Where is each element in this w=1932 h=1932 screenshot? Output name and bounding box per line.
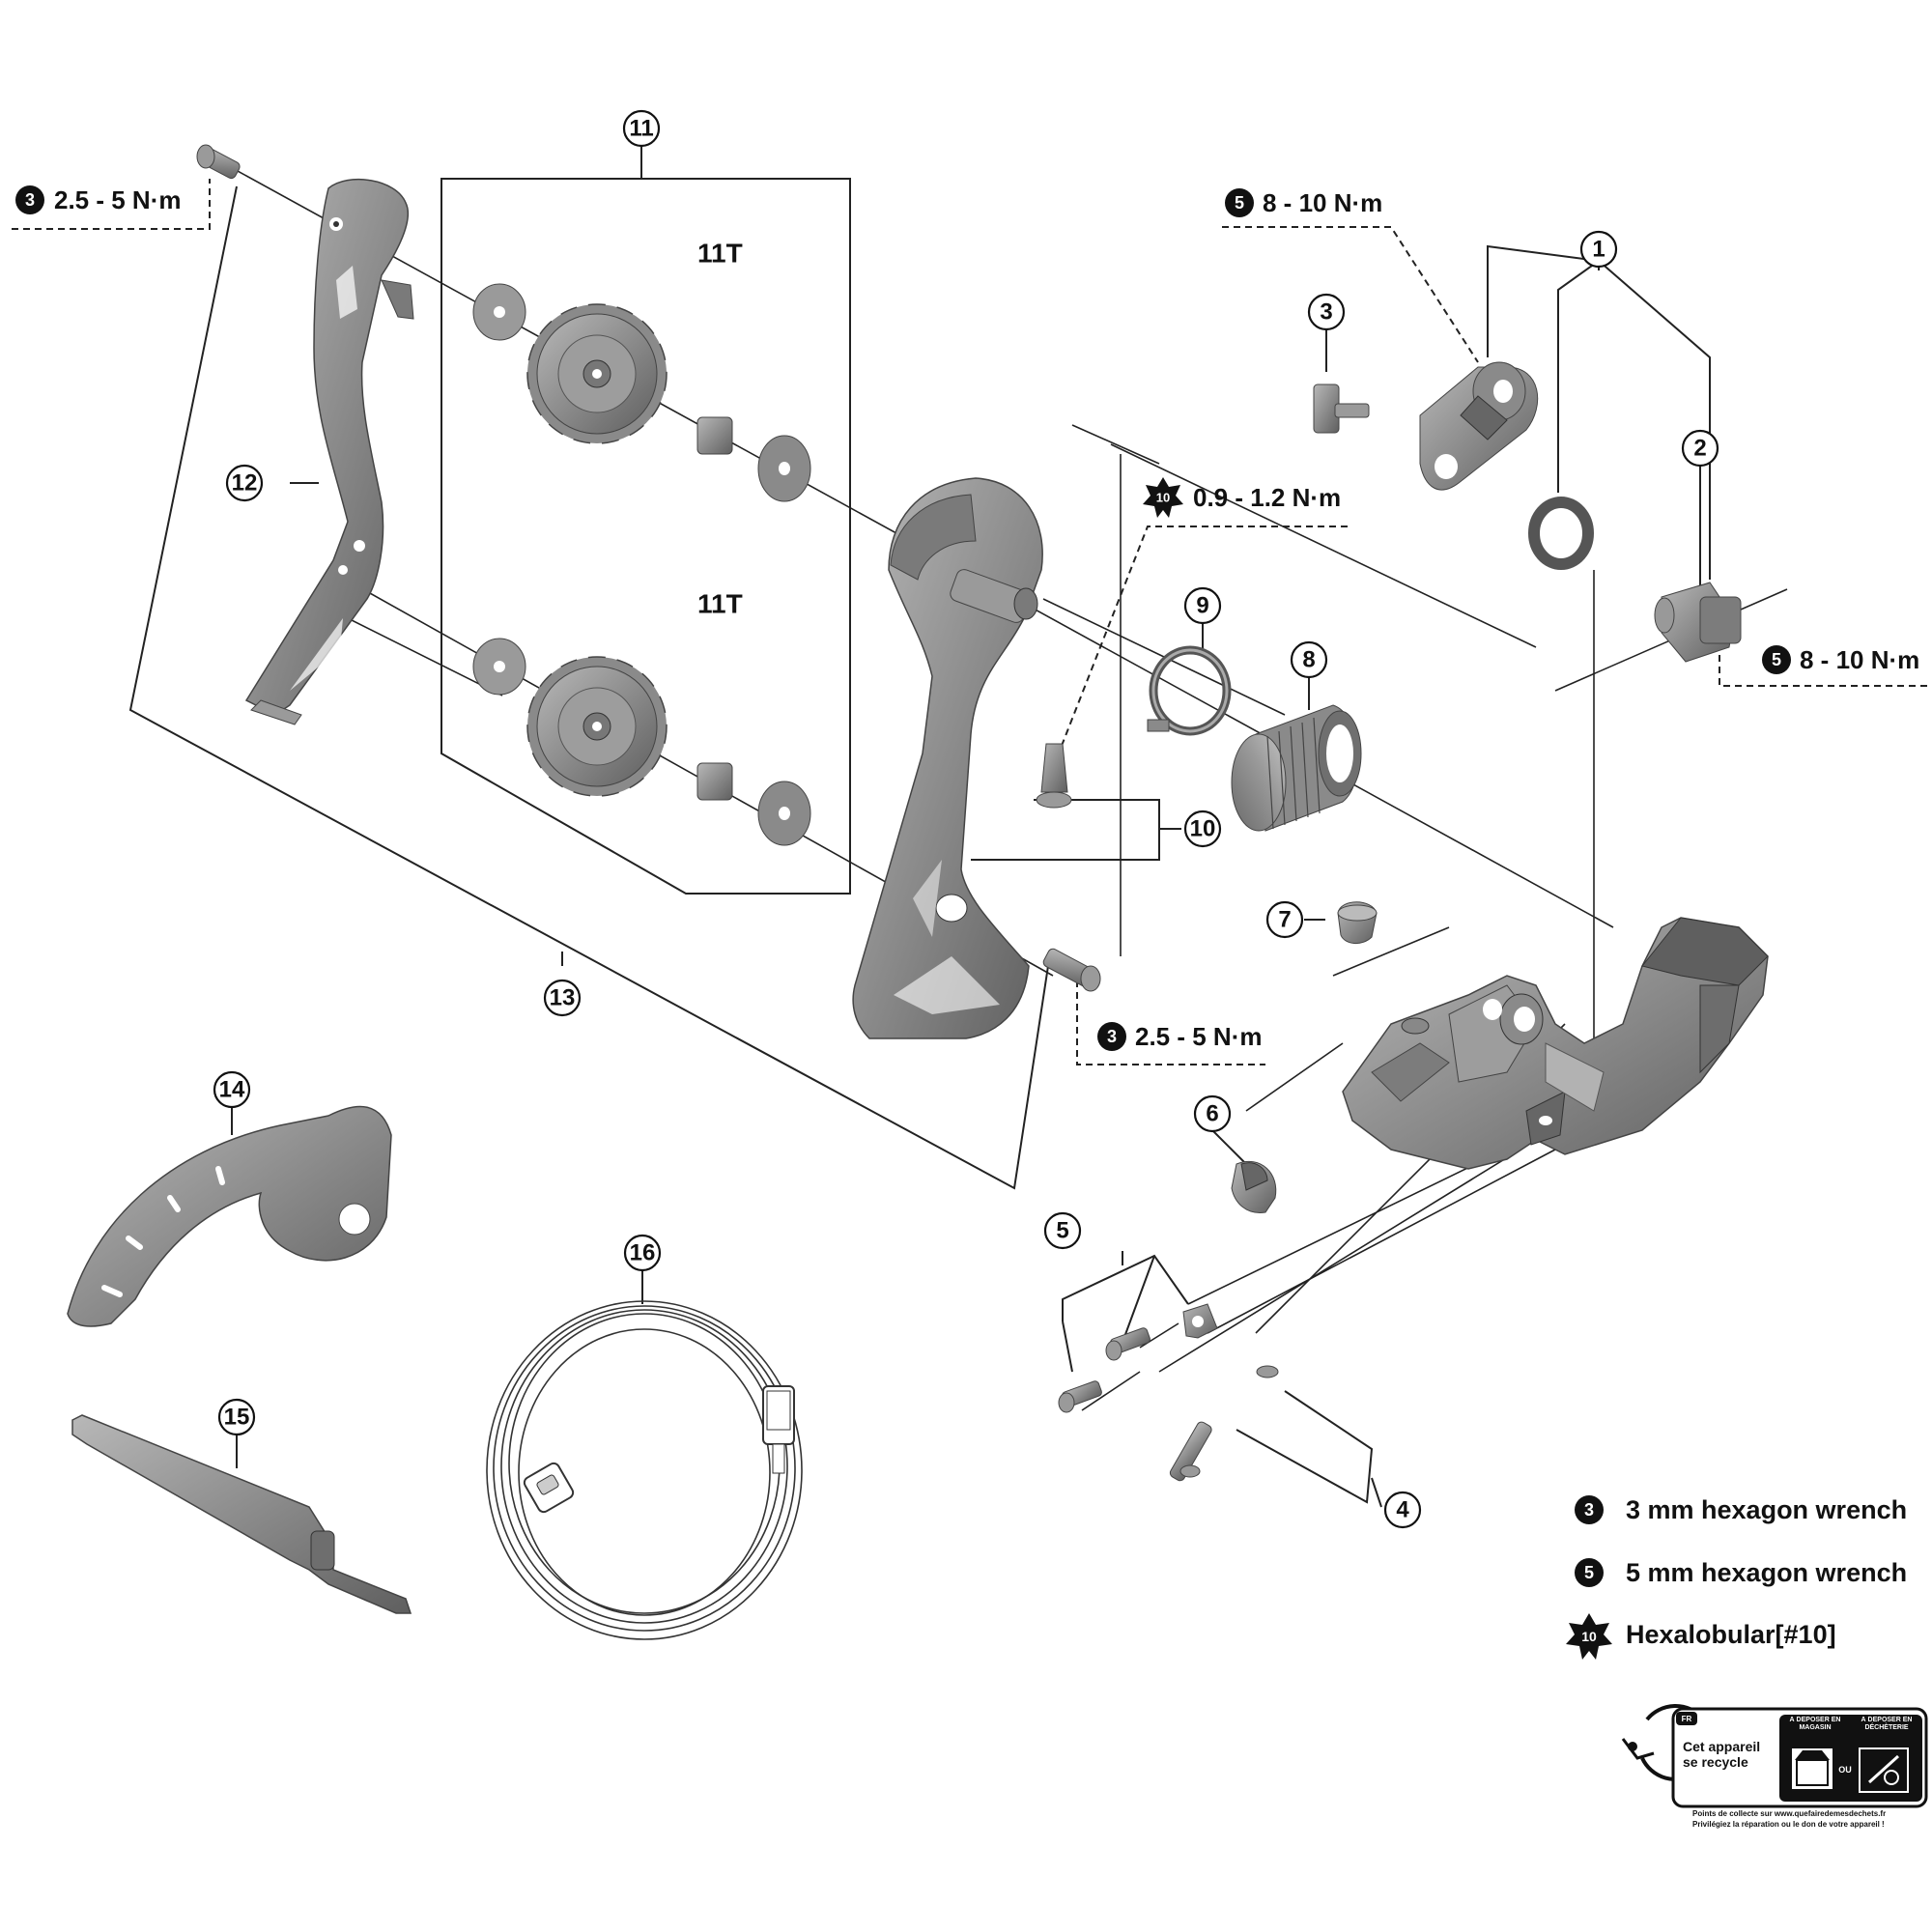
pulley-gear-top	[526, 303, 668, 444]
recycling-label: FR Cet appareil se recycle À DÉPOSER EN …	[1621, 1704, 1928, 1829]
callout-text-12: 12	[232, 470, 258, 497]
torque-value: 8 - 10 N·m	[1800, 645, 1919, 674]
pin-part-4	[1169, 1365, 1279, 1482]
tool-badge: 10	[1156, 491, 1170, 505]
callout-12	[225, 464, 264, 502]
cover-screws-part-5	[1058, 1303, 1218, 1413]
bracket-lines	[128, 147, 1711, 1508]
legend-label: Hexalobular[#10]	[1626, 1620, 1836, 1649]
callout-text-11: 11	[629, 116, 653, 142]
usb-connector	[762, 1385, 795, 1474]
dechetterie-icon	[1859, 1747, 1909, 1793]
callout-3	[1307, 293, 1346, 331]
callout-4	[1383, 1491, 1422, 1529]
charging-cable-part-16	[486, 1300, 803, 1640]
guide-pulley-bolt	[196, 144, 241, 180]
torque-value: 0.9 - 1.2 N·m	[1193, 483, 1341, 512]
callout-13	[543, 979, 582, 1017]
shop-icon	[1792, 1748, 1833, 1789]
pulley-teeth-bottom: 11T	[697, 589, 743, 619]
legend-label: 3 mm hexagon wrench	[1626, 1495, 1907, 1524]
legend-item-3mm: 3 3 mm hexagon wrench	[1575, 1495, 1907, 1524]
torque-tension-bolt: 3 2.5 - 5 N·m	[1097, 1022, 1263, 1051]
callout-16	[623, 1234, 662, 1272]
axle-washer	[1528, 497, 1594, 570]
torque-guide-bolt: 3 2.5 - 5 N·m	[15, 185, 182, 214]
b-tension-bolt-part-3	[1313, 384, 1370, 434]
legend-label: 5 mm hexagon wrench	[1626, 1558, 1907, 1587]
legend-item-hexalobular: 10 Hexalobular[#10]	[1566, 1613, 1836, 1660]
bracket-part-1	[1419, 361, 1539, 491]
recycle-main-text: Cet appareil se recycle	[1683, 1739, 1761, 1770]
callout-text-16: 16	[630, 1240, 656, 1266]
plate-screw-part-10	[1036, 743, 1072, 809]
callout-10	[1183, 810, 1222, 848]
inner-plate	[852, 477, 1043, 1039]
recycle-or: OU	[1838, 1765, 1852, 1775]
torque-axle-bolt: 5 8 - 10 N·m	[1762, 645, 1919, 674]
callouts	[213, 109, 1719, 1529]
cable-plug-connector	[523, 1462, 575, 1514]
callout-text-2: 2	[1693, 436, 1706, 462]
guide-pulley-group-part-11	[472, 283, 811, 846]
callout-15	[217, 1398, 256, 1436]
callout-5	[1043, 1211, 1082, 1250]
recycle-footer-1: Points de collecte sur www.quefairedemes…	[1692, 1809, 1886, 1818]
torque-plate-screw: 10 0.9 - 1.2 N·m	[1143, 477, 1341, 518]
callout-1	[1579, 230, 1618, 269]
pulley-gear-bottom	[526, 656, 668, 797]
callout-text-6: 6	[1206, 1101, 1218, 1127]
legend-badge: 3	[1584, 1500, 1594, 1520]
torque-value: 2.5 - 5 N·m	[1135, 1022, 1263, 1051]
axle-bolt-part-2	[1654, 582, 1742, 663]
spring-part-8	[1231, 704, 1362, 832]
legend-badge: 10	[1581, 1629, 1597, 1644]
recycle-footer-2: Privilégiez la réparation ou le don de v…	[1692, 1820, 1885, 1829]
callout-11	[622, 109, 661, 148]
callout-text-9: 9	[1196, 593, 1208, 619]
callout-6	[1193, 1094, 1232, 1133]
callout-text-1: 1	[1592, 237, 1605, 263]
cap-part-7	[1337, 901, 1378, 944]
country-code: FR	[1682, 1715, 1692, 1723]
callout-text-10: 10	[1190, 816, 1216, 842]
torque-value: 2.5 - 5 N·m	[54, 185, 182, 214]
legend-badge: 5	[1584, 1563, 1594, 1582]
torque-bracket-bolt: 5 8 - 10 N·m	[1225, 188, 1382, 217]
tool-legend: 3 3 mm hexagon wrench 5 5 mm hexagon wre…	[1566, 1495, 1907, 1660]
recycle-col1: À DÉPOSER EN MAGASIN	[1789, 1717, 1841, 1731]
legend-item-5mm: 5 5 mm hexagon wrench	[1575, 1558, 1907, 1587]
pulley-teeth-top: 11T	[697, 239, 743, 269]
tool-badge: 5	[1772, 650, 1781, 669]
torque-value: 8 - 10 N·m	[1263, 188, 1382, 217]
callout-14	[213, 1070, 251, 1109]
recycle-col2: À DÉPOSER EN DÉCHÈTERIE	[1861, 1717, 1913, 1731]
tool-badge: 3	[1107, 1027, 1117, 1046]
callout-text-15: 15	[224, 1405, 250, 1431]
callout-9	[1183, 586, 1222, 625]
chain-guide-part-14	[67, 1105, 392, 1327]
callout-text-7: 7	[1278, 907, 1291, 933]
callout-labels: 1 2 3 4 5 6 7 8 9 10 11 12 13 14 15 16	[219, 116, 1707, 1523]
stopper-ring-part-9	[1147, 645, 1232, 736]
tool-badge: 5	[1235, 193, 1244, 213]
tool-badge: 3	[25, 190, 35, 210]
callout-text-8: 8	[1302, 647, 1315, 673]
callout-8	[1290, 640, 1328, 679]
assembly-lines	[207, 154, 1788, 1411]
callout-text-14: 14	[219, 1077, 245, 1103]
callout-text-3: 3	[1320, 299, 1332, 326]
callout-text-13: 13	[550, 985, 576, 1011]
outer-plate-part-12	[244, 178, 414, 725]
callout-text-4: 4	[1396, 1497, 1409, 1523]
callout-text-5: 5	[1056, 1218, 1068, 1244]
derailleur-main-body	[1342, 917, 1769, 1170]
tool-part-15	[71, 1414, 412, 1614]
callout-2	[1681, 429, 1719, 468]
callout-7	[1265, 900, 1304, 939]
shell-cap-part-6	[1231, 1161, 1277, 1213]
tension-pulley-bolt	[1042, 948, 1101, 992]
